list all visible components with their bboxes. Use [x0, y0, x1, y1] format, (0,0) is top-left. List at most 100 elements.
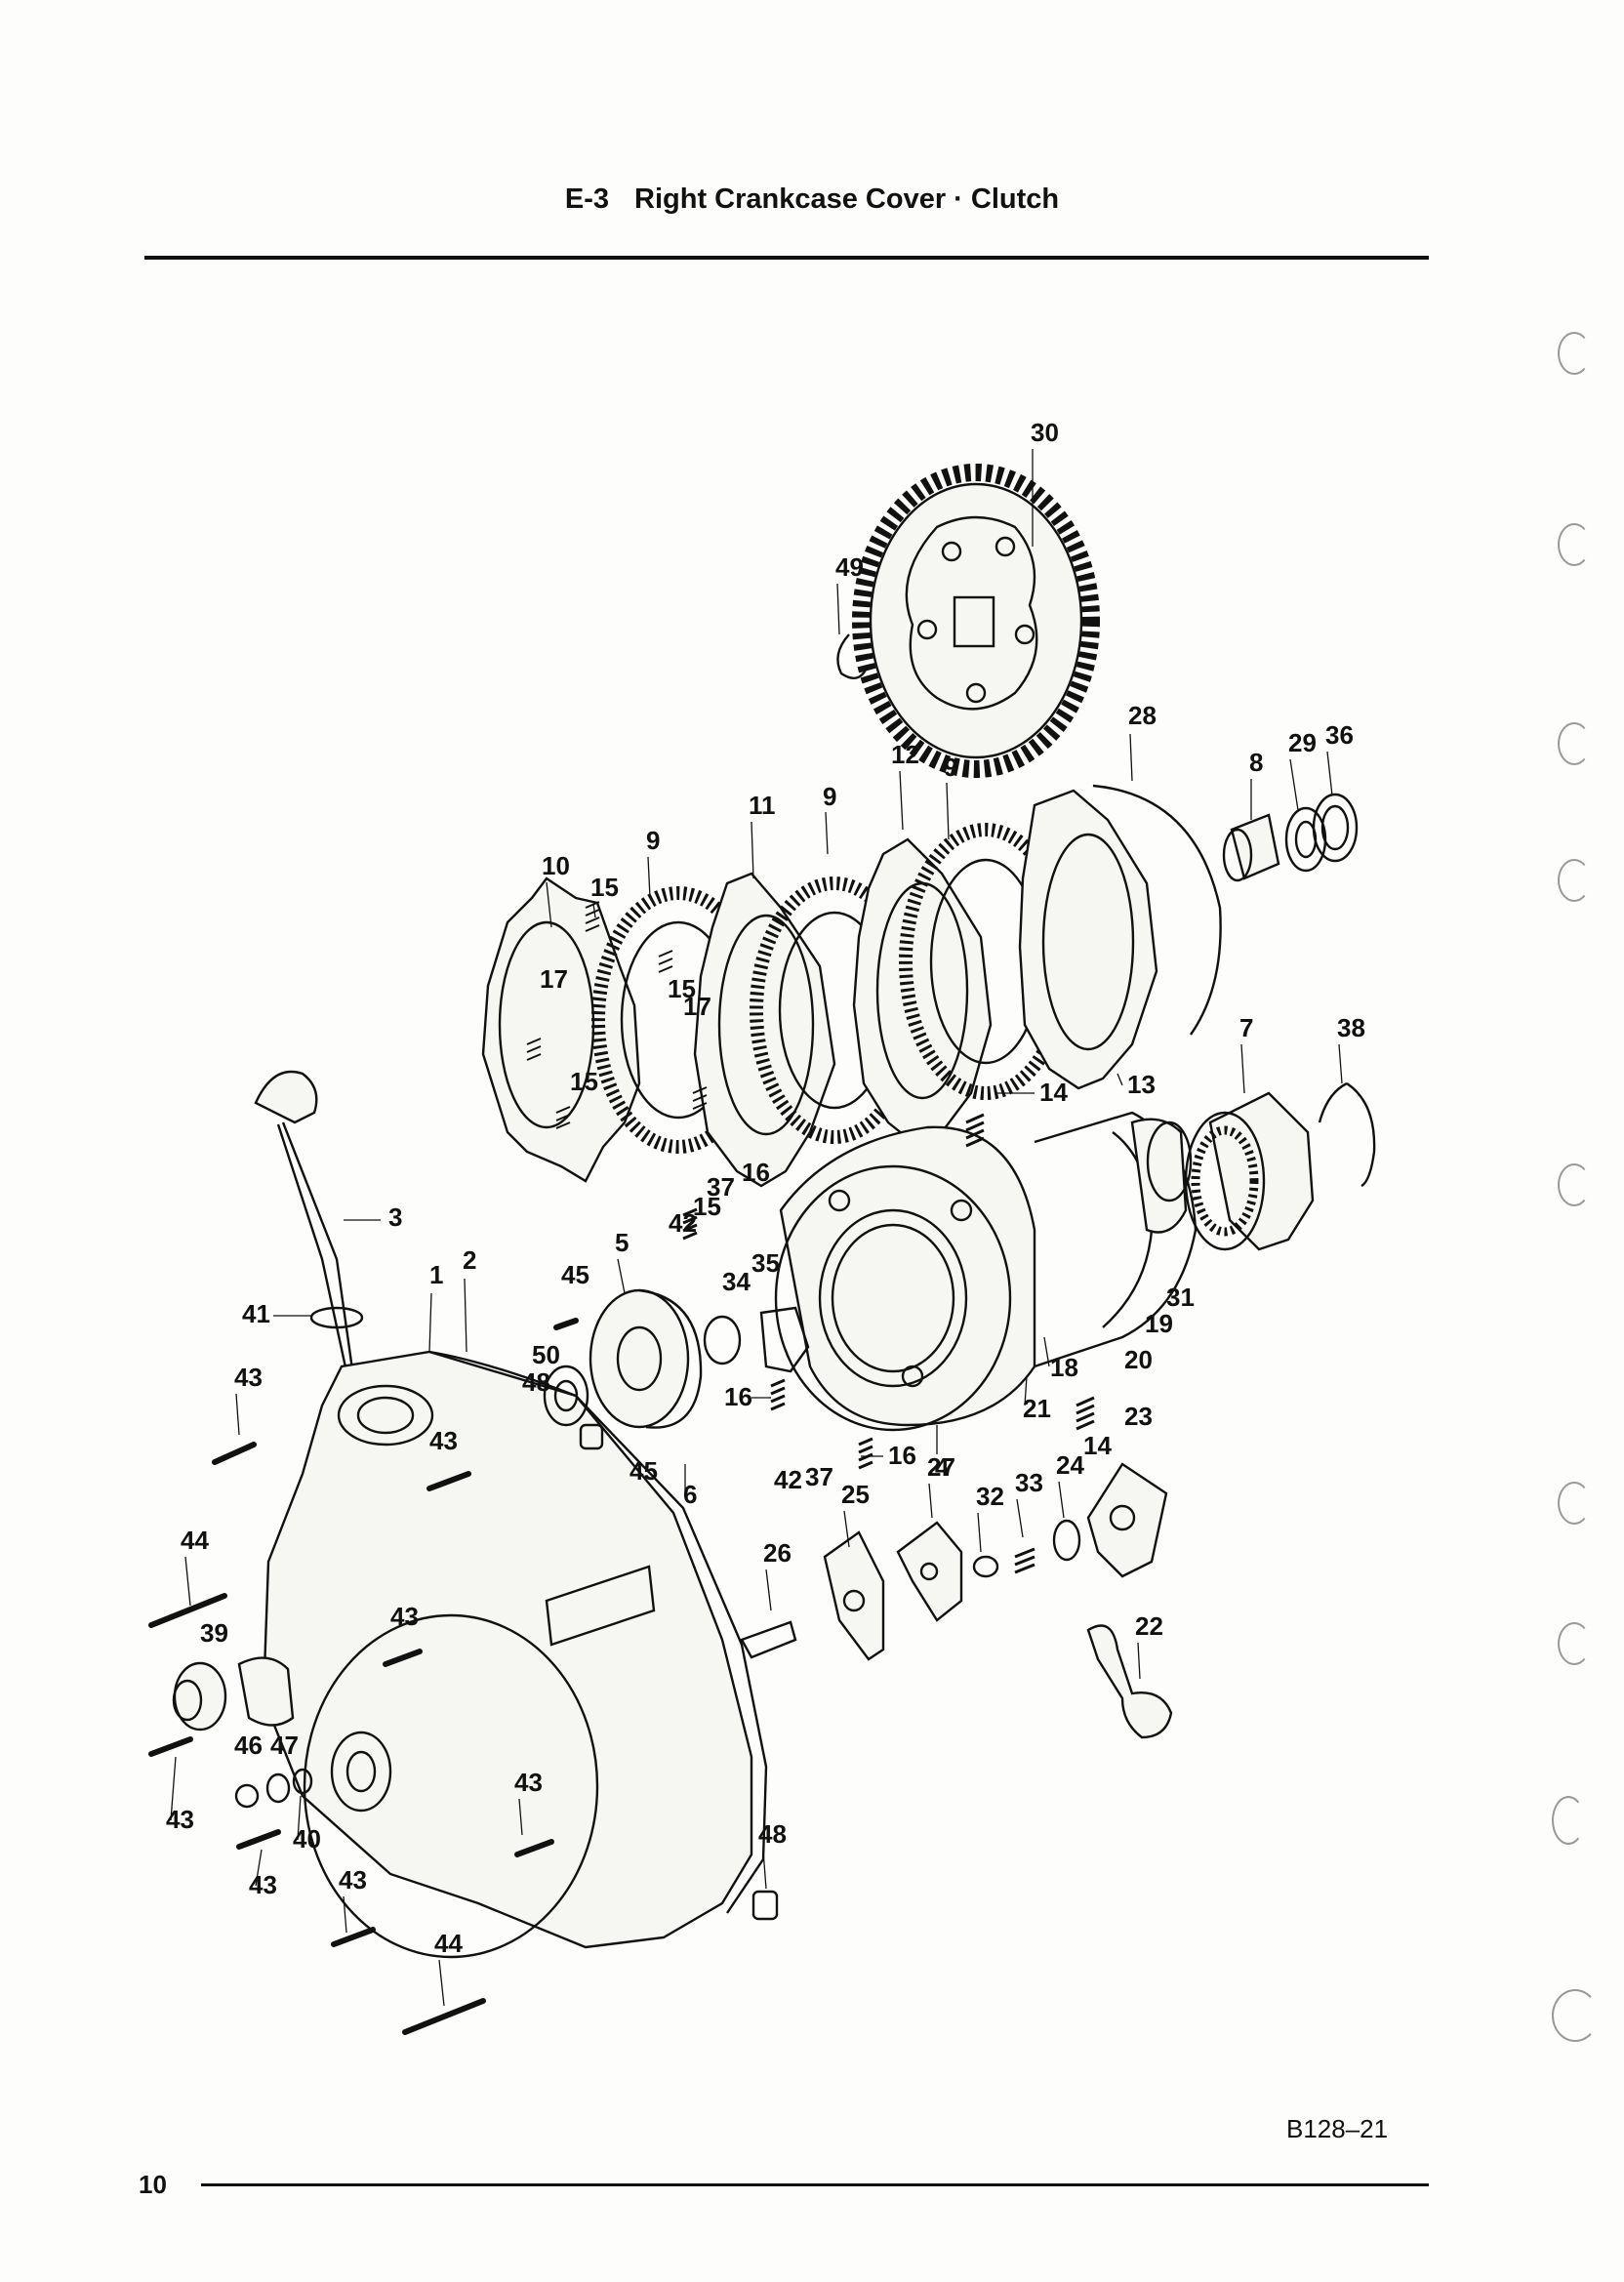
callout-14: 14	[1039, 1078, 1068, 1107]
spline-gear-drawing	[1184, 1081, 1376, 1251]
clutch-housing-drawing	[774, 1111, 1198, 1432]
callout-38: 38	[1337, 1013, 1365, 1042]
callout-9: 9	[944, 753, 957, 782]
callout-43: 43	[390, 1602, 419, 1631]
leader-line	[255, 1849, 263, 1887]
callout-16: 16	[888, 1441, 916, 1470]
footer-rule	[201, 2183, 1429, 2186]
bolt-drawings	[148, 1318, 579, 2035]
leader-line	[297, 1795, 302, 1841]
callout-34: 34	[722, 1267, 751, 1296]
callout-11: 11	[749, 791, 776, 820]
callout-43: 43	[339, 1865, 367, 1895]
callout-1: 1	[429, 1260, 443, 1289]
leader-line	[1116, 1073, 1123, 1086]
leader-line	[617, 1258, 626, 1294]
callout-50: 50	[532, 1340, 560, 1369]
punch-hole	[1558, 523, 1591, 566]
callout-23: 23	[1124, 1402, 1153, 1431]
callout-22: 22	[1135, 1611, 1163, 1641]
punch-hole	[1558, 722, 1591, 765]
leader-line	[946, 782, 950, 840]
callout-12: 12	[891, 740, 919, 769]
primary-driven-gear-drawing	[852, 464, 1100, 778]
punch-hole	[1558, 332, 1591, 375]
dowel-pin-drawing	[751, 1890, 779, 1921]
dipstick-drawing	[254, 1070, 364, 1378]
callout-45: 45	[629, 1456, 658, 1486]
leader-line	[977, 1512, 982, 1553]
leader-line	[1289, 758, 1299, 811]
leader-line	[825, 811, 829, 855]
leader-line	[428, 1292, 432, 1353]
callout-28: 28	[1128, 701, 1157, 730]
callout-49: 49	[835, 552, 864, 582]
leader-line	[1137, 1642, 1141, 1680]
release-mechanism-drawing	[740, 1462, 1173, 1739]
callout-43: 43	[166, 1805, 194, 1834]
callout-46: 46	[234, 1731, 263, 1760]
callout-13: 13	[1127, 1070, 1156, 1099]
crankcase-cover-drawing	[237, 1350, 768, 1959]
callout-leader-lines	[170, 449, 1343, 2007]
leader-line	[751, 821, 754, 879]
callout-48: 48	[758, 1819, 787, 1849]
leader-line	[762, 1850, 767, 1890]
callout-39: 39	[200, 1618, 228, 1648]
callout-15: 15	[693, 1192, 721, 1221]
clutch-hub-drawing	[1130, 1118, 1193, 1234]
callout-24: 24	[1056, 1450, 1084, 1480]
leader-line	[843, 1510, 850, 1548]
callout-42: 42	[669, 1208, 697, 1238]
washer-drawing	[265, 1773, 291, 1804]
header-rule	[144, 256, 1429, 260]
pressure-plate-drawing	[589, 1288, 703, 1429]
callout-15: 15	[570, 1067, 598, 1096]
callout-29: 29	[1288, 728, 1317, 757]
callout-21: 21	[1023, 1394, 1051, 1423]
leader-line	[1024, 1375, 1028, 1406]
callout-5: 5	[615, 1228, 629, 1257]
callout-15: 15	[668, 974, 696, 1003]
callout-48: 48	[522, 1367, 550, 1397]
callout-9: 9	[646, 826, 660, 855]
clutch-plate-stack-drawing	[481, 784, 1222, 1188]
leader-line	[518, 1798, 523, 1836]
section-title: Right Crankcase Cover · Clutch	[634, 183, 1060, 215]
callout-42: 42	[774, 1465, 802, 1494]
leader-line	[438, 1959, 445, 2007]
callout-32: 32	[976, 1482, 1004, 1511]
callout-20: 20	[1124, 1345, 1153, 1374]
punch-hole	[1558, 859, 1591, 902]
callout-40: 40	[293, 1824, 321, 1854]
callout-37: 37	[805, 1462, 833, 1491]
callout-45: 45	[561, 1260, 589, 1289]
punch-hole	[1558, 1163, 1591, 1206]
leader-line	[765, 1569, 772, 1611]
callout-35: 35	[751, 1248, 780, 1278]
leader-line	[235, 1393, 240, 1436]
leader-line	[647, 856, 651, 899]
callout-19: 19	[1145, 1309, 1173, 1338]
callout-44: 44	[434, 1929, 463, 1958]
leader-line	[184, 1556, 191, 1607]
callout-8: 8	[1249, 748, 1263, 777]
callout-18: 18	[1050, 1353, 1078, 1382]
leader-line	[592, 903, 596, 918]
callout-3: 3	[388, 1202, 402, 1232]
leader-line	[1338, 1043, 1343, 1084]
callout-37: 37	[707, 1172, 735, 1202]
leader-line	[1326, 751, 1333, 796]
callout-44: 44	[181, 1526, 209, 1555]
callout-16: 16	[724, 1382, 752, 1411]
callout-26: 26	[763, 1538, 792, 1568]
washer-drawing	[292, 1768, 313, 1795]
leader-line	[170, 1756, 177, 1821]
callout-43: 43	[249, 1870, 277, 1899]
leader-line	[836, 583, 840, 635]
callout-43: 43	[514, 1768, 543, 1797]
callout-9: 9	[823, 782, 836, 811]
punch-hole	[1552, 1796, 1585, 1845]
